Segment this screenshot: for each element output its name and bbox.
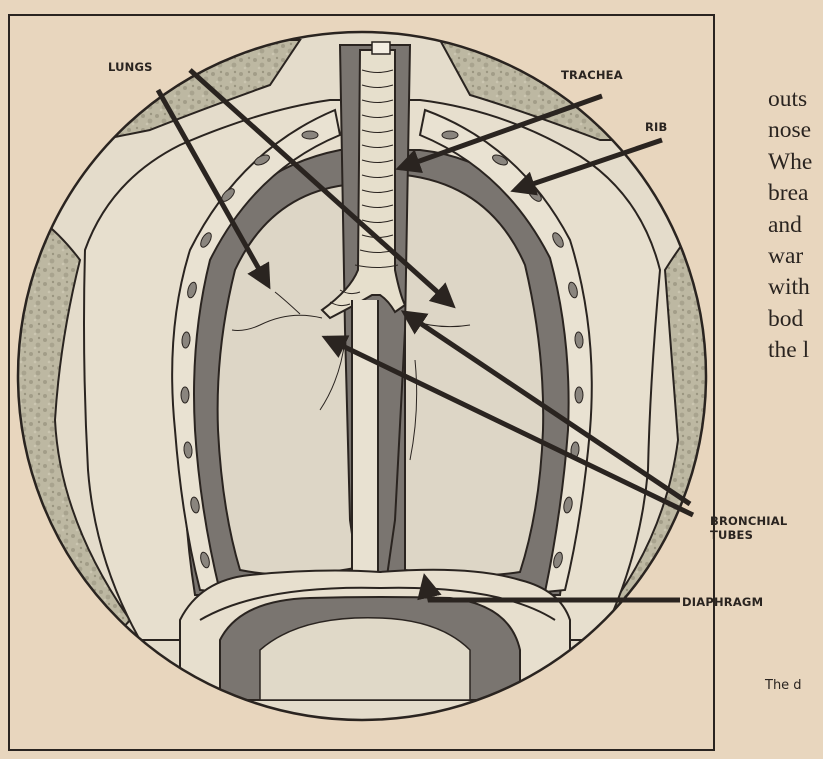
label-rib: RIB — [645, 120, 668, 134]
label-diaphragm: DIAPHRAGM — [682, 595, 763, 609]
label-tubes: TUBES — [710, 528, 753, 542]
body-line: bod — [768, 304, 812, 335]
label-lungs: LUNGS — [108, 60, 153, 74]
body-line: the l — [768, 335, 812, 366]
body-line: and — [768, 210, 812, 241]
body-line: brea — [768, 178, 812, 209]
label-bronchial: BRONCHIAL — [710, 514, 787, 528]
figure-caption: The d — [765, 678, 802, 693]
body-line: nose — [768, 115, 812, 146]
body-line: outs — [768, 84, 812, 115]
figure-frame — [8, 14, 715, 751]
body-line: Whe — [768, 147, 812, 178]
body-text: outs nose Whe brea and war with bod the … — [768, 84, 812, 367]
body-line: with — [768, 272, 812, 303]
label-trachea: TRACHEA — [561, 68, 623, 82]
body-line: war — [768, 241, 812, 272]
